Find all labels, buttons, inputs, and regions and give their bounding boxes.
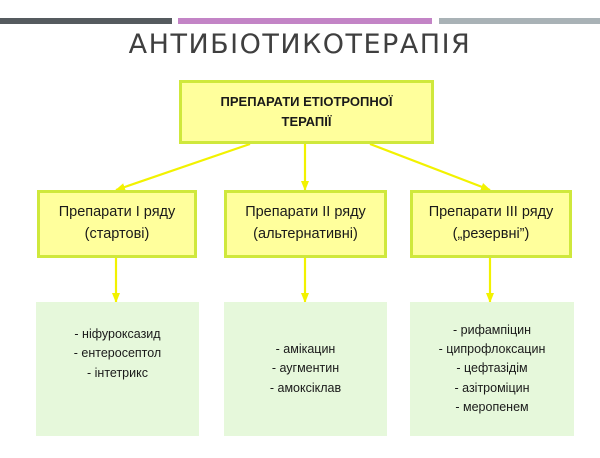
root-label-line-1: ПРЕПАРАТИ ЕТІОТРОПНОЇ [220,93,393,109]
third-line-drug-list: - рифампіцин - ципрофлоксацин - цефтазід… [410,302,574,436]
arrow-root-to-cat-3 [369,142,491,192]
drug-item: - рифампіцин [453,322,531,337]
second-line-drug-list: - амікацин - аугментин - амоксіклав [224,302,387,436]
third-line-subtitle: („резервні”) [452,226,530,242]
second-line-subtitle: (альтернативні) [253,226,358,242]
third-line-title: Препарати ІІІ ряду [428,204,554,221]
top-accent-bar-light [439,18,600,24]
top-accent-bar-purple [178,18,432,24]
second-line-drugs-box: Препарати ІІ ряду (альтернативні) [224,190,387,258]
second-line-title: Препарати ІІ ряду [245,204,366,221]
drug-item: - інтетрикс [87,365,148,380]
drug-item: - аугментин [271,361,340,376]
drug-item: - амоксіклав [269,380,342,395]
third-line-drugs-box: Препарати ІІІ ряду („резервні”) [410,190,572,258]
drug-item: - ніфуроксазид [74,326,161,341]
drug-item: - амікацин [275,341,336,356]
first-line-subtitle: (стартові) [84,226,150,242]
drug-item: - азітроміцин [454,380,530,395]
slide-title: АНТИБІОТИКОТЕРАПІЯ [128,29,472,60]
drug-item: - цефтазідім [456,361,528,376]
arrow-root-to-cat-1 [115,142,251,192]
first-line-drug-list: - ніфуроксазид - ентеросептол - інтетрик… [36,302,199,436]
etiotropic-therapy-box: ПРЕПАРАТИ ЕТІОТРОПНОЇ ТЕРАПІЇ [179,80,434,144]
first-line-title: Препарати І ряду [58,204,176,221]
drug-item: - ципрофлоксацин [438,341,546,356]
root-label-line-2: ТЕРАПІЇ [281,114,332,129]
first-line-drugs-box: Препарати І ряду (стартові) [37,190,197,258]
drug-item: - меропенем [455,400,529,415]
drug-item: - ентеросептол [73,346,162,361]
top-accent-bar-dark [0,18,172,24]
